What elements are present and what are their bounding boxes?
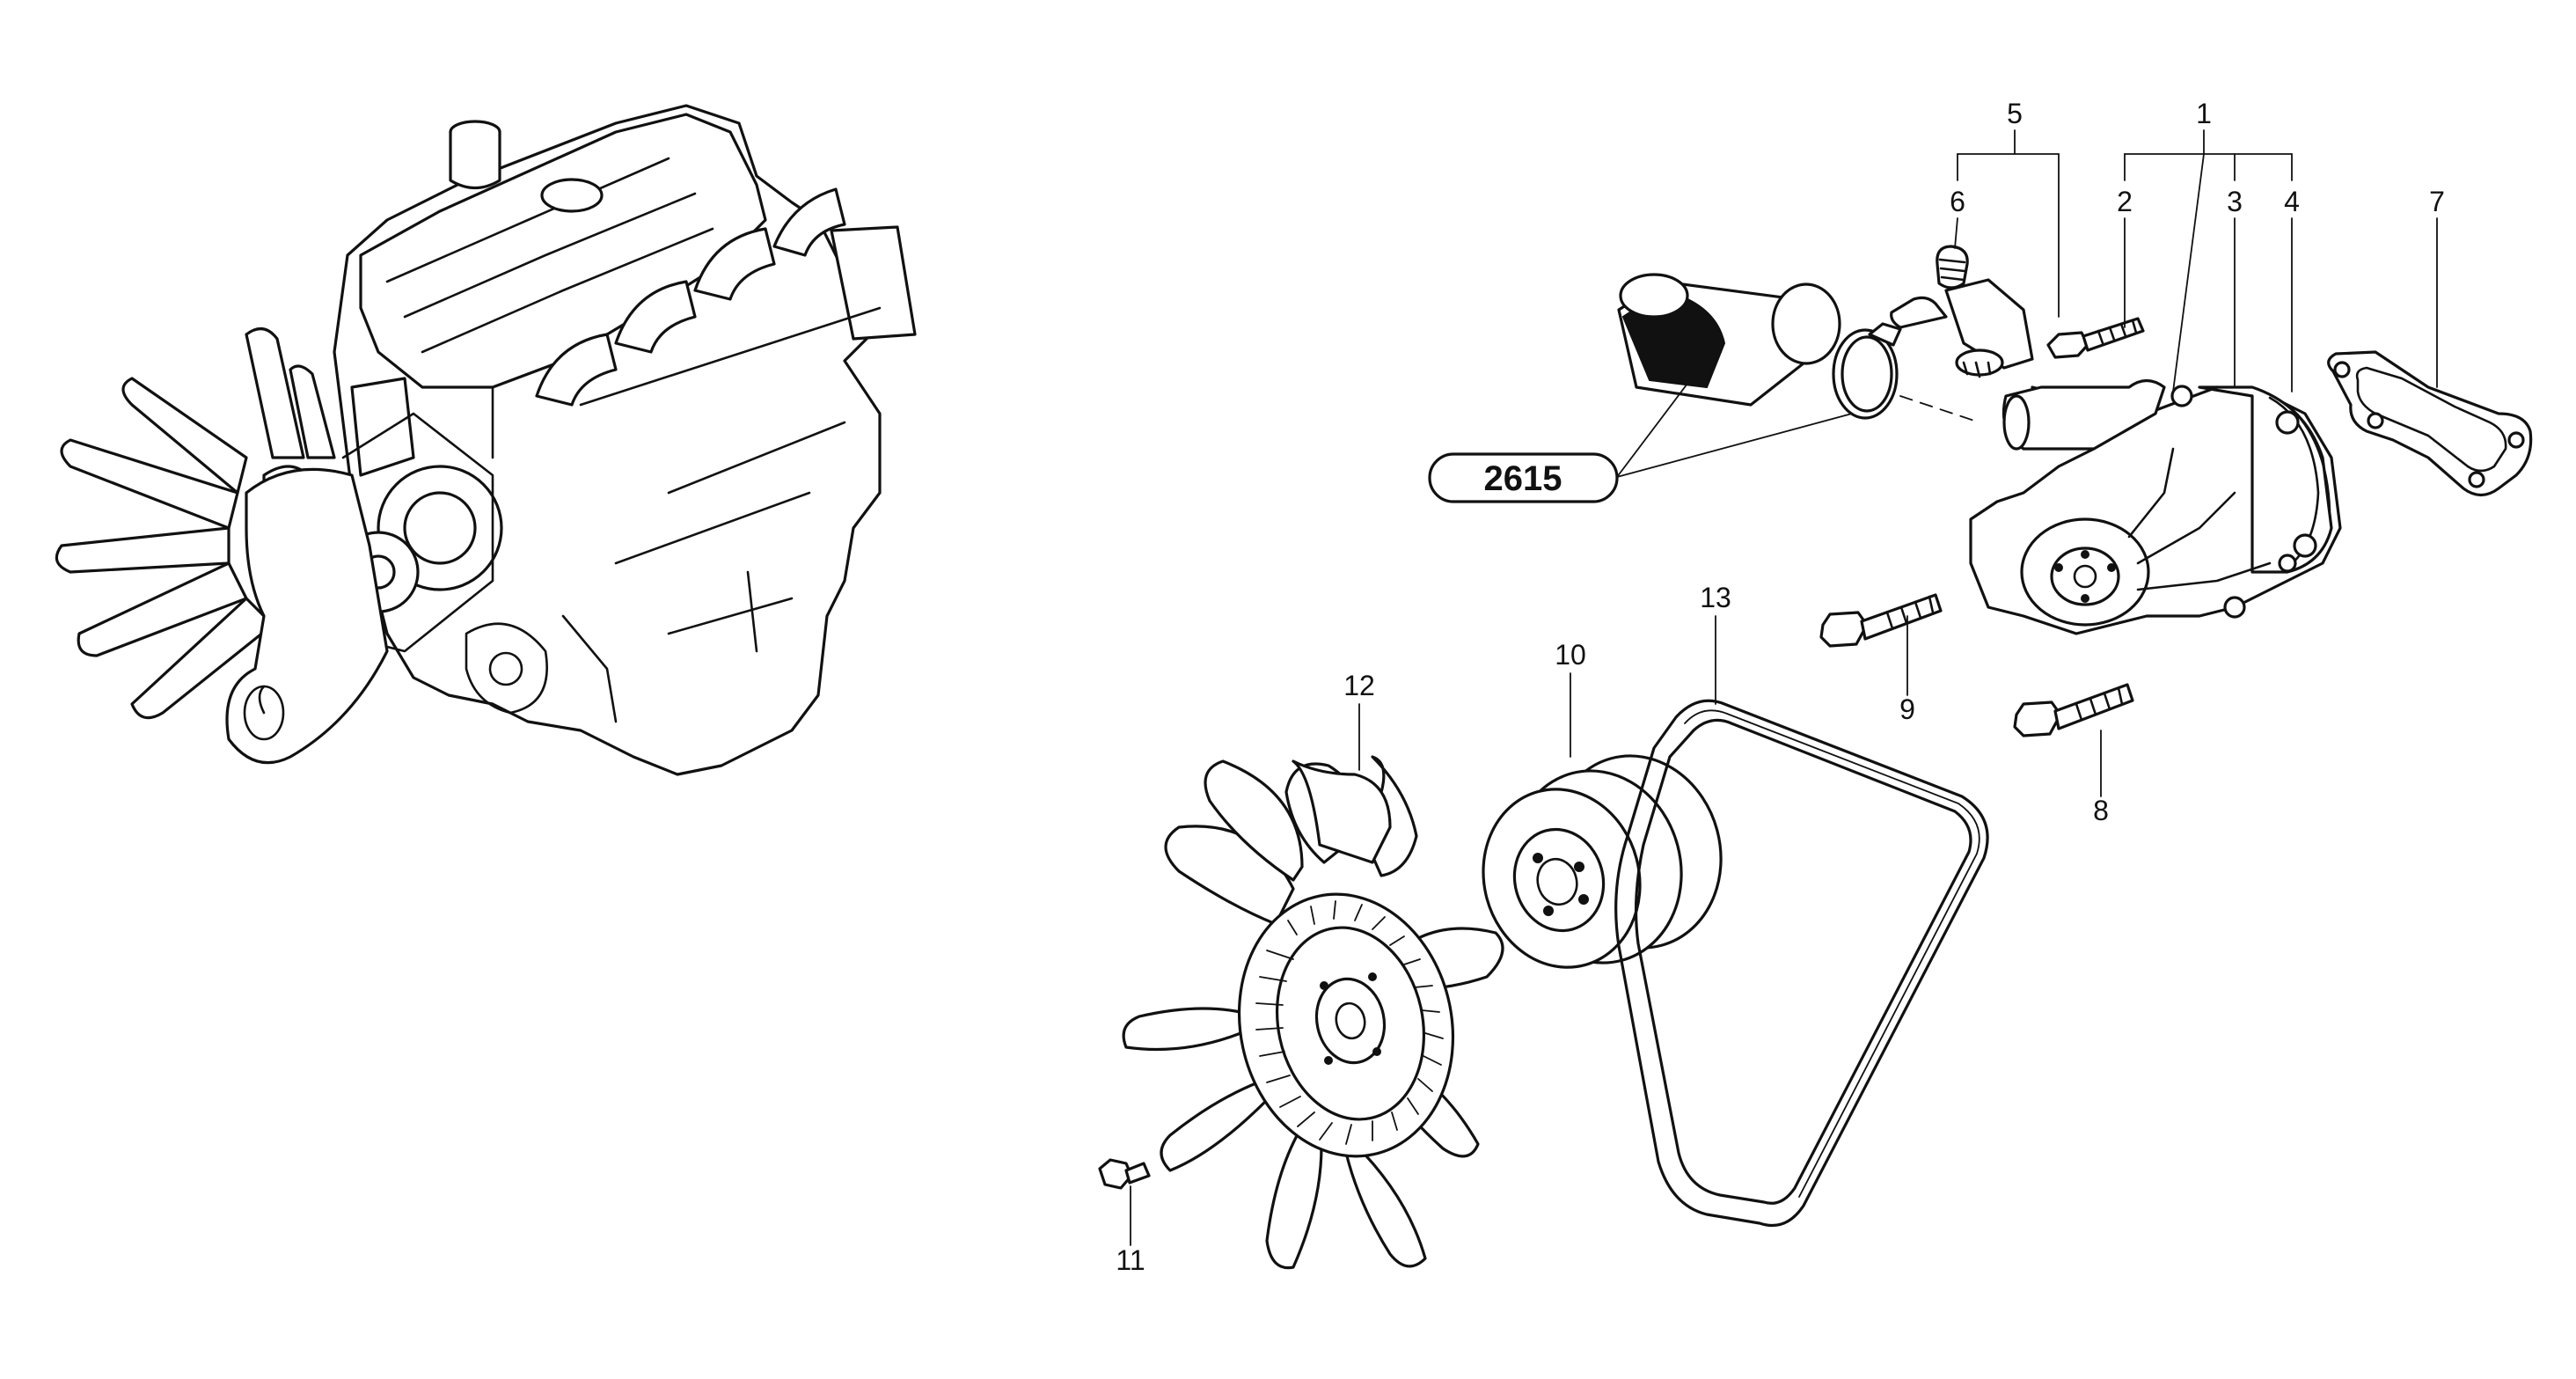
callout-13[interactable]: 13 [1700,582,1731,613]
callout-9[interactable]: 9 [1899,693,1915,725]
hose-illustration [1617,273,1841,407]
thermostat-housing-illustration [1890,278,2034,378]
bolt-11-illustration [1098,1158,1151,1190]
callout-11[interactable]: 11 [1116,1244,1145,1276]
reference-code-2615[interactable]: 2615 [1428,452,1619,503]
callout-6[interactable]: 6 [1950,186,1965,217]
bolt-2-illustration [2046,317,2145,359]
plug-illustration [1936,245,1969,290]
callout-5[interactable]: 5 [2007,98,2023,129]
reference-code-text: 2615 [1484,459,1562,498]
hose-leader-line [1899,395,1980,423]
engine-assembly-illustration [55,104,917,776]
callout-3[interactable]: 3 [2227,186,2243,217]
fan-illustration [1122,755,1504,1270]
water-pump-illustration [1969,378,2342,635]
pulley-illustration [1482,754,1723,969]
callout-2[interactable]: 2 [2117,186,2133,217]
callout-4[interactable]: 4 [2284,186,2300,217]
callout-leaders [1130,129,2438,1246]
callout-8[interactable]: 8 [2093,795,2109,826]
callout-12[interactable]: 12 [1343,670,1375,701]
callout-1[interactable]: 1 [2196,98,2212,129]
reference-code-frame [1428,452,1619,503]
bolt-9-illustration [1819,593,1943,648]
hose-clamp-illustration [1832,322,1902,420]
callout-10[interactable]: 10 [1555,639,1586,671]
bolt-8-illustration [2013,683,2134,737]
callout-7[interactable]: 7 [2429,186,2445,217]
v-belt-illustration [1614,699,1989,1228]
gasket-illustration [2327,350,2533,497]
callout-labels: 1 2 3 4 5 6 7 8 9 10 11 12 13 [1116,98,2445,1276]
